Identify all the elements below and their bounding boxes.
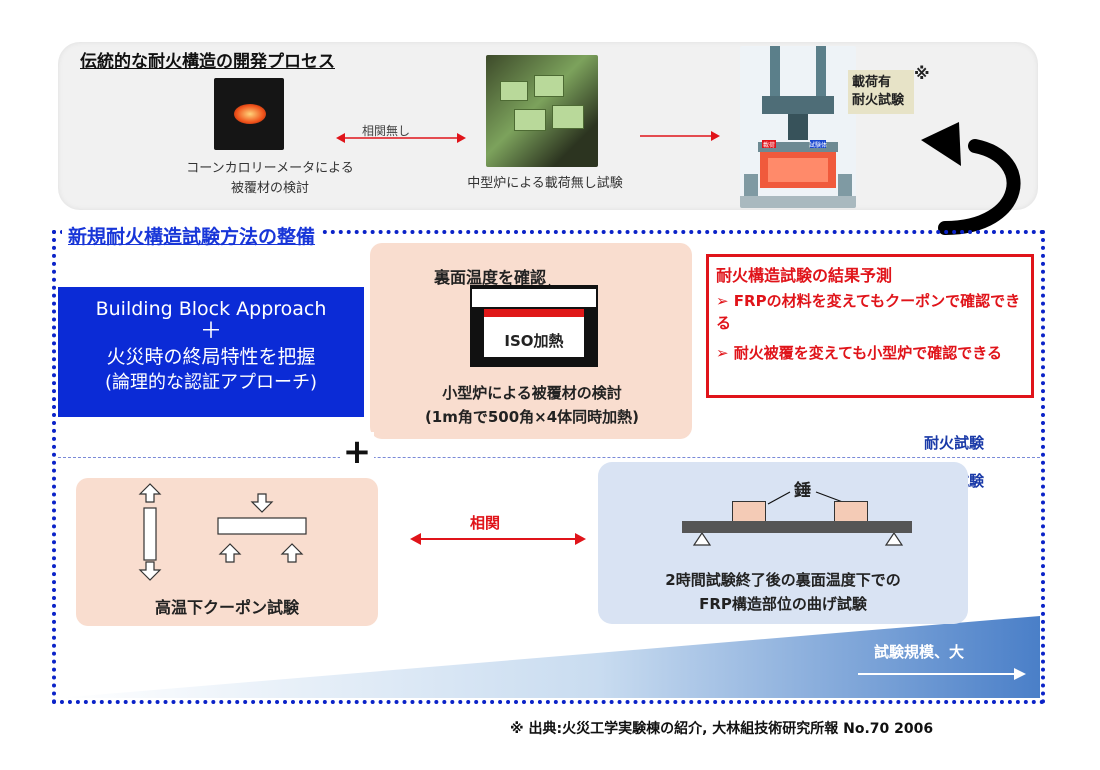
- loaded-fire-test-photo: 載荷 試験体: [740, 46, 856, 208]
- furnace-chamber: [484, 317, 584, 357]
- bba-line1: Building Block Approach: [95, 298, 327, 320]
- no-correlation-label: 相関無し: [362, 124, 411, 138]
- coupon-specimen: [143, 507, 157, 561]
- bba-line3: 火災時の終局特性を把握: [106, 346, 316, 368]
- source-asterisk: ※: [914, 64, 930, 83]
- bending-caption-line2: FRP構造部位の曲げ試験: [699, 595, 867, 613]
- medium-furnace-photo: [486, 55, 598, 167]
- weight-block-left: [732, 501, 766, 523]
- result-prediction-title: 耐火構造試験の結果予測: [716, 266, 893, 285]
- fire-test-label: 耐火試験: [924, 434, 985, 452]
- bending-specimen: [217, 517, 307, 535]
- small-furnace-caption-line2: (1m角で500角×4体同時加熱): [424, 408, 640, 426]
- furnace-specimen-plate: [470, 287, 598, 309]
- prediction-bullet-coating: ➢ 耐火被覆を変えても小型炉で確認できる: [716, 344, 1002, 362]
- up-arrow-icon: [138, 483, 162, 503]
- loaded-label-line1: 載荷有: [852, 75, 892, 90]
- medium-furnace-caption: 中型炉による載荷無し試験: [467, 176, 623, 191]
- new-test-method-title: 新規耐火構造試験方法の整備: [62, 222, 322, 249]
- bba-plus: ＋: [199, 319, 222, 344]
- small-furnace-caption: 小型炉による被覆材の検討 (1m角で500角×4体同時加熱): [374, 381, 690, 429]
- building-block-approach-box: Building Block Approach ＋ 火災時の終局特性を把握 (論…: [58, 287, 364, 417]
- no-correlation-arrow: [336, 133, 466, 143]
- support-right-icon: [884, 533, 904, 546]
- bending-test-caption: 2時間試験終了後の裏面温度下での FRP構造部位の曲げ試験: [600, 568, 966, 616]
- correlation-label: 相関: [470, 514, 501, 532]
- prediction-bullet-frp: ➢ FRPの材料を変えてもクーポンで確認できる: [716, 292, 1021, 332]
- bba-line4: (論理的な認証アプローチ): [104, 372, 318, 393]
- source-citation: ※ 出典:火災工学実験棟の紹介, 大林組技術研究所報 No.70 2006: [510, 721, 934, 737]
- iso-heating-label: ISO加熱: [504, 332, 564, 350]
- result-prediction-box: [706, 254, 1034, 398]
- test-scale-label: 試験規模、大: [874, 643, 965, 661]
- coupon-test-diagram: [138, 483, 307, 581]
- down-arrow-icon: [138, 561, 162, 581]
- plus-sign: +: [340, 432, 374, 472]
- weight-block-right: [834, 501, 868, 523]
- fire-structure-divider: [58, 457, 1040, 458]
- weight-label: 錘: [794, 481, 811, 501]
- loaded-fire-test-label: 載荷有 耐火試験: [848, 70, 914, 114]
- correlation-arrow: [410, 533, 586, 545]
- fire-protection-layer: [484, 309, 584, 317]
- bending-caption-line1: 2時間試験終了後の裏面温度下での: [665, 571, 901, 589]
- traditional-process-title: 伝統的な耐火構造の開発プロセス: [80, 52, 335, 72]
- up-arrow-icon: [218, 543, 242, 563]
- curved-feedback-arrow: [921, 122, 1021, 235]
- small-furnace-caption-line1: 小型炉による被覆材の検討: [442, 384, 622, 402]
- cone-calorimeter-photo: [214, 78, 284, 150]
- cone-caption-line1: コーンカロリーメータによる: [186, 161, 354, 176]
- loaded-label-line2: 耐火試験: [852, 93, 905, 108]
- cone-caption-line2: 被覆材の検討: [230, 181, 309, 196]
- new-test-method-frame: [52, 230, 1045, 704]
- photo-tag-specimen: 試験体: [809, 141, 827, 149]
- support-left-icon: [692, 533, 712, 546]
- frp-beam: [682, 521, 912, 533]
- loaded-test-rig-graphic: 載荷 試験体: [740, 46, 856, 208]
- bending-test-panel: [598, 462, 968, 624]
- down-arrow-icon: [250, 493, 274, 513]
- coupon-test-caption: 高温下クーポン試験: [154, 598, 299, 617]
- photo-tag-load: 載荷: [763, 141, 775, 149]
- back-temperature-label: 裏面温度を確認: [434, 268, 547, 287]
- test-scale-wedge: [58, 616, 1040, 698]
- beam-supports: [692, 533, 904, 546]
- up-arrow-icon: [280, 543, 304, 563]
- cone-calorimeter-caption: コーンカロリーメータによる 被覆材の検討: [170, 159, 370, 199]
- process-arrow: [640, 131, 720, 141]
